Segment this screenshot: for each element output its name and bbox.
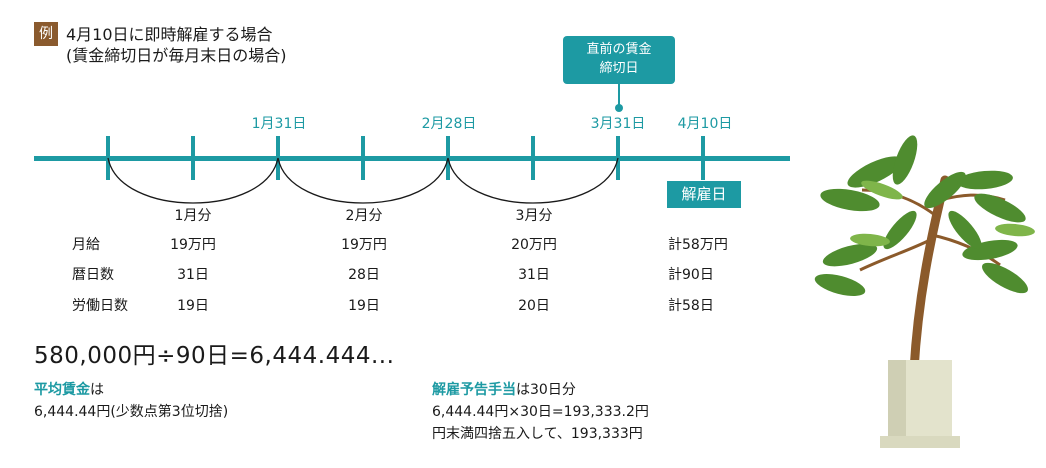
average-wage-value: 6,444.44円(少数点第3位切捨): [34, 404, 229, 420]
row-label-monthly-wage: 月給: [72, 237, 100, 253]
example-title: 4月10日に即時解雇する場合 (賃金締切日が毎月末日の場合): [66, 24, 287, 66]
plant-illustration: [814, 135, 1035, 448]
callout-line1: 直前の賃金: [586, 42, 652, 57]
date-label-mar31: 3月31日: [590, 116, 646, 132]
date-label-apr10: 4月10日: [677, 116, 733, 132]
date-label-feb28: 2月28日: [421, 116, 477, 132]
average-wage-label: 平均賃金: [34, 382, 90, 398]
example-badge: 例: [34, 22, 58, 46]
callout-line2: 締切日: [599, 61, 639, 76]
period-arc-mar: [447, 157, 619, 204]
table-cell: 31日: [177, 267, 209, 283]
table-cell: 19万円: [341, 237, 387, 253]
notice-allowance-heading: 解雇予告手当は30日分: [432, 380, 576, 400]
title-line2: (賃金締切日が毎月末日の場合): [66, 46, 287, 65]
notice-allowance-suffix: は30日分: [516, 382, 576, 398]
period-arc-jan: [107, 157, 279, 204]
row-total: 計90日: [668, 267, 714, 283]
tick: [701, 136, 705, 180]
tick: [191, 136, 195, 180]
date-label-jan31: 1月31日: [251, 116, 307, 132]
tick: [361, 136, 365, 180]
row-total: 計58万円: [668, 237, 728, 253]
table-cell: 20万円: [511, 237, 557, 253]
callout-dot: [615, 104, 623, 112]
table-cell: 19日: [348, 298, 380, 314]
notice-allowance-result: 円末満四捨五入して、193,333円: [432, 426, 643, 442]
row-label-calendar-days: 暦日数: [72, 267, 114, 283]
tick: [531, 136, 535, 180]
period-arc-feb: [277, 157, 449, 204]
table-cell: 20日: [518, 298, 550, 314]
notice-allowance-label: 解雇予告手当: [432, 382, 516, 398]
table-cell: 28日: [348, 267, 380, 283]
average-wage-equation: 580,000円÷90日=6,444.444...: [34, 343, 395, 369]
row-label-working-days: 労働日数: [72, 298, 128, 314]
table-cell: 19万円: [170, 237, 216, 253]
period-label-jan: 1月分: [174, 208, 212, 224]
dismissal-date-badge: 解雇日: [667, 181, 741, 208]
average-wage-suffix: は: [90, 382, 104, 398]
average-wage-heading: 平均賃金は: [34, 380, 104, 400]
title-line1: 4月10日に即時解雇する場合: [66, 25, 273, 44]
period-label-feb: 2月分: [345, 208, 383, 224]
wage-cutoff-callout: 直前の賃金 締切日: [563, 36, 675, 84]
period-label-mar: 3月分: [515, 208, 553, 224]
notice-allowance-calc: 6,444.44円×30日=193,333.2円: [432, 404, 649, 420]
timeline-bar: [34, 156, 790, 161]
table-cell: 19日: [177, 298, 209, 314]
table-cell: 31日: [518, 267, 550, 283]
row-total: 計58日: [668, 298, 714, 314]
